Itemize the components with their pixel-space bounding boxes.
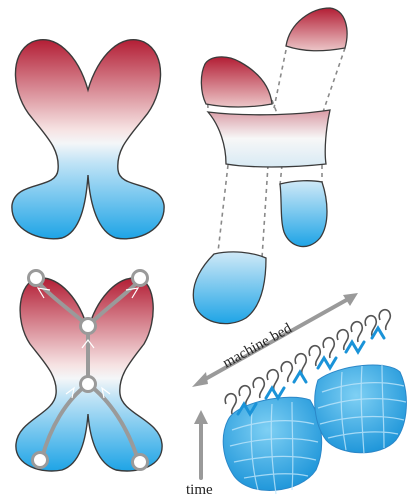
skeleton-graph-panel: [16, 271, 162, 471]
node-top-left: [29, 271, 44, 286]
right-blue-piece: [280, 181, 327, 247]
machine-bed-label: machine bed: [220, 320, 295, 371]
top-left-red-piece: [201, 57, 272, 107]
middle-band-piece: [208, 110, 330, 167]
time-label: time: [186, 482, 213, 498]
node-bottom-right: [133, 455, 148, 470]
bottom-blue-piece: [193, 252, 266, 324]
machine-bed-arrowhead-left: [192, 372, 208, 387]
knitted-tube-right: [315, 365, 407, 453]
top-right-red-piece: [286, 8, 347, 51]
time-arrowhead: [194, 410, 208, 424]
x-shape-panel: [12, 40, 164, 239]
node-bottom-left: [33, 453, 48, 468]
x-shape: [12, 40, 164, 239]
node-top-right: [133, 271, 148, 286]
node-upper-junction: [81, 319, 96, 334]
exploded-pieces-panel: [193, 8, 347, 324]
node-lower-junction: [81, 377, 96, 392]
